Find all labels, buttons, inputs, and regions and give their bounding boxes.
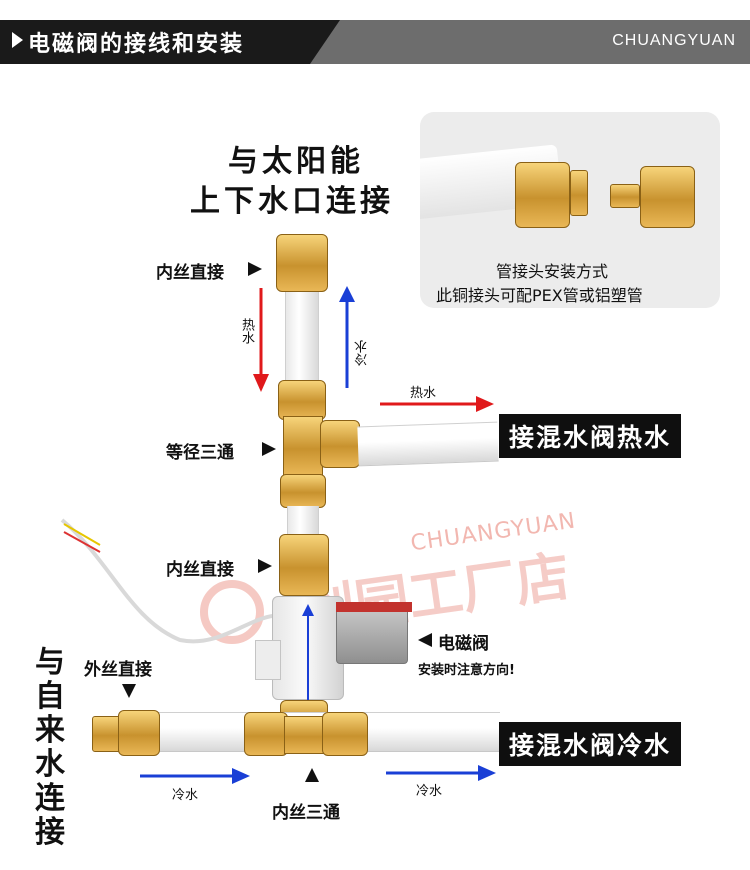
- play-arrow-icon: [12, 32, 23, 48]
- cold-mix-valve-box: 接混水阀冷水: [499, 722, 682, 766]
- header-accent: [310, 20, 750, 64]
- inset-caption-2: 此铜接头可配PEX管或铝塑管: [436, 286, 643, 305]
- tap-water-char: 连: [35, 781, 65, 816]
- pipe-vertical-top: [285, 290, 319, 380]
- brand-name: CHUANGYUAN: [612, 32, 736, 49]
- hot-right-arrow-icon: [476, 396, 494, 412]
- equal-tee-body: [283, 416, 323, 476]
- inner-thread-fitting-mid: [279, 534, 329, 596]
- tap-water-char: 自: [35, 679, 65, 714]
- solenoid-valve-port: [255, 640, 281, 680]
- callout-equal-tee: 等径三通: [166, 443, 234, 463]
- fitting-inset-photo: 管接头安装方式 此铜接头可配PEX管或铝塑管: [420, 112, 720, 308]
- cold-up-label: 冷水: [355, 340, 370, 366]
- solar-label-line1: 与太阳能: [228, 144, 364, 179]
- pointer-arrow-icon: [258, 559, 272, 573]
- cold-out-label: 冷水: [416, 784, 443, 799]
- hot-mix-valve-box: 接混水阀热水: [499, 414, 682, 458]
- tap-water-label: 与 自 来 水 连 接: [30, 646, 70, 850]
- pipe-vertical-mid: [287, 506, 319, 536]
- callout-solenoid-valve: 电磁阀: [438, 634, 489, 654]
- callout-install-note: 安装时注意方向!: [418, 663, 515, 678]
- hot-right-label: 热水: [410, 386, 437, 401]
- fitting-nut-lower: [280, 474, 326, 508]
- inner-tee-body: [284, 716, 324, 754]
- brass-sleeve-illustration: [570, 170, 588, 216]
- hot-down-arrow-icon: [253, 374, 269, 392]
- callout-inner-thread-top: 内丝直接: [156, 263, 224, 283]
- brass-body-illustration: [640, 166, 695, 228]
- solar-label-line2: 上下水口连接: [190, 184, 394, 219]
- inner-thread-fitting-top: [276, 234, 328, 292]
- solenoid-coil-label: [336, 602, 412, 612]
- cold-in-label: 冷水: [172, 788, 199, 803]
- watermark-logo-icon: [200, 580, 264, 644]
- outer-thread-fitting: [118, 710, 160, 756]
- outer-thread-end: [92, 716, 122, 752]
- callout-outer-thread: 外丝直接: [84, 660, 152, 680]
- callout-inner-thread-mid: 内丝直接: [166, 560, 234, 580]
- tap-water-char: 与: [35, 645, 65, 680]
- inner-tee-right-nut: [322, 712, 368, 756]
- pointer-arrow-icon: [248, 262, 262, 276]
- inner-tee-left-nut: [244, 712, 288, 756]
- tap-water-char: 接: [35, 815, 65, 850]
- brass-nut-illustration: [515, 162, 570, 228]
- pointer-arrow-icon: [418, 633, 432, 647]
- cold-in-arrow-icon: [232, 768, 250, 784]
- cold-up-arrow-icon: [339, 286, 355, 302]
- inset-caption-1: 管接头安装方式: [496, 262, 609, 281]
- cold-out-arrow-icon: [478, 765, 496, 781]
- pointer-up-arrow-icon: [305, 768, 319, 782]
- callout-inner-tee: 内丝三通: [272, 803, 340, 823]
- tap-water-char: 水: [35, 747, 65, 782]
- pointer-down-arrow-icon: [122, 684, 136, 698]
- brass-insert-illustration: [610, 184, 640, 208]
- valve-flow-arrow-icon: [302, 604, 314, 616]
- pointer-arrow-icon: [262, 442, 276, 456]
- tap-water-char: 来: [35, 713, 65, 748]
- page-title: 电磁阀的接线和安装: [28, 32, 245, 57]
- hot-down-label: 热水: [239, 318, 254, 344]
